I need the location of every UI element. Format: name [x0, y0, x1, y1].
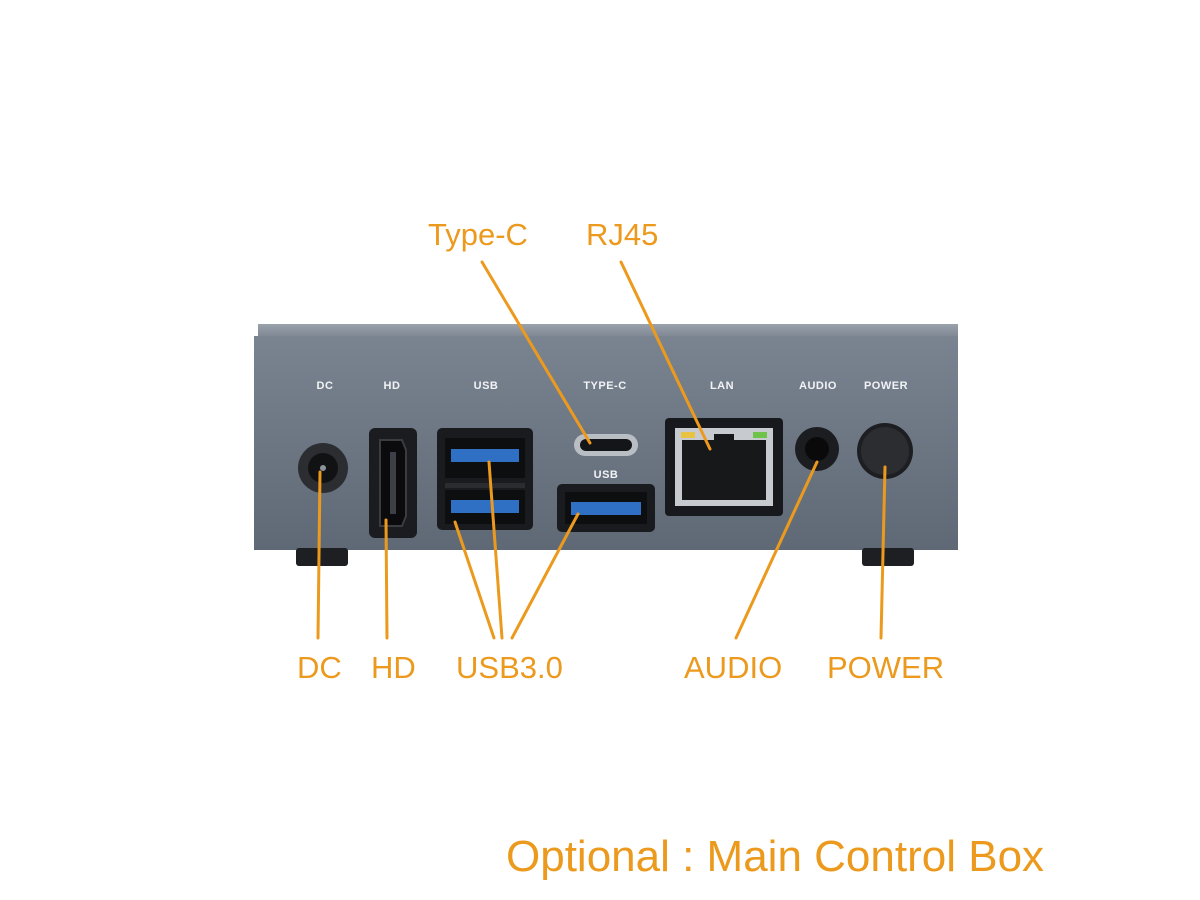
panel-label-power: POWER [864, 380, 908, 392]
caption: Optional : Main Control Box [506, 832, 1045, 881]
leader-lines [316, 260, 887, 640]
panel-label-type-c: TYPE-C [583, 380, 626, 392]
leader-usb-lower [453, 520, 496, 640]
lan-led-right [753, 432, 767, 438]
lan-led-left [681, 432, 695, 438]
chassis-top-edge [258, 324, 958, 338]
panel-label-dc: DC [317, 380, 334, 392]
leader-usb-upper [487, 460, 504, 640]
audio-jack [795, 427, 839, 471]
panel-label-hd: HD [384, 380, 401, 392]
callout-usb30: USB3.0 [456, 650, 563, 685]
leader-type-c [480, 260, 592, 445]
leader-dc [316, 470, 322, 640]
callout-rj45: RJ45 [586, 217, 659, 252]
rj45-port [665, 418, 783, 516]
hdmi-port [369, 428, 417, 538]
type-c-port [574, 434, 638, 456]
panel-label-usb-under-type-c: USB [594, 469, 619, 481]
callout-type-c: Type-C [428, 217, 528, 252]
panel-label-usb: USB [474, 380, 499, 392]
power-button [857, 423, 913, 479]
foot-left [296, 548, 348, 566]
callout-audio: AUDIO [684, 650, 783, 685]
callout-hd: HD [371, 650, 416, 685]
callout-power: POWER [827, 650, 945, 685]
foot-right [862, 548, 914, 566]
callout-dc: DC [297, 650, 342, 685]
leader-audio [734, 460, 819, 640]
leader-rj45 [619, 260, 712, 451]
dc-jack [298, 443, 348, 493]
leader-hd [384, 518, 389, 640]
usb-single-port [557, 484, 655, 532]
usb-stack [437, 428, 533, 530]
panel-label-audio: AUDIO [799, 380, 837, 392]
leader-power [879, 465, 887, 640]
leader-usb-single [510, 512, 580, 640]
panel-label-lan: LAN [710, 380, 734, 392]
